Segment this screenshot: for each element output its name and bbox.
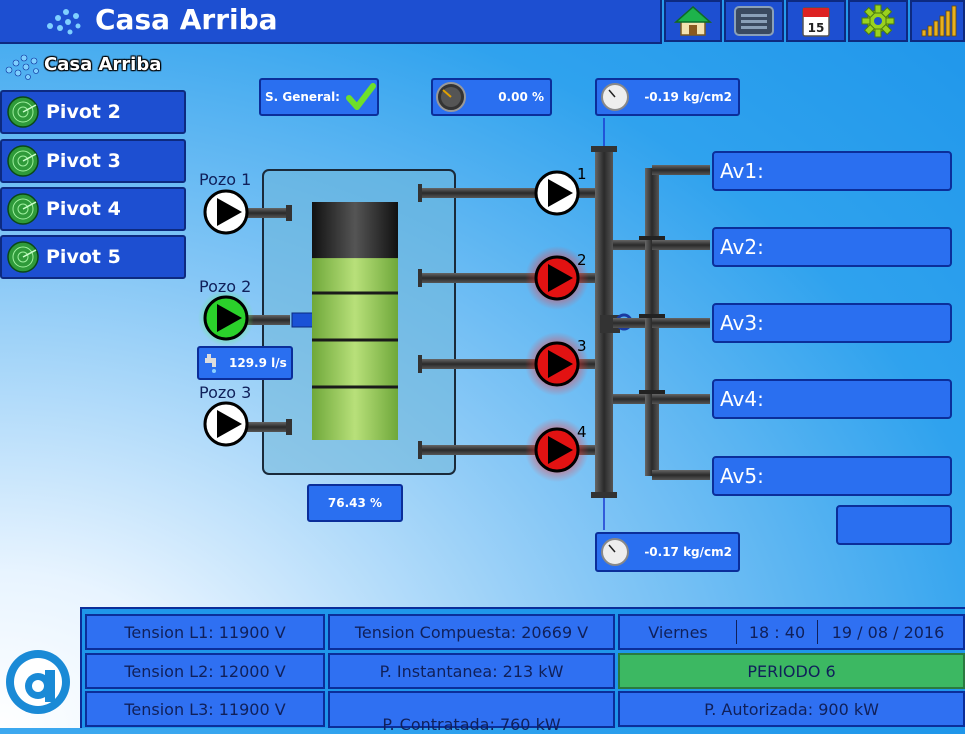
tension-l3-text: Tension L3: 11900 V bbox=[124, 699, 286, 719]
tank-level-fill bbox=[312, 258, 398, 440]
signal-icon bbox=[921, 5, 956, 37]
flow-value: 129.9 l/s bbox=[229, 356, 287, 370]
meter-badge: 0.00 % bbox=[431, 78, 552, 116]
instant-power: P. Instantanea: 213 kW bbox=[328, 653, 615, 689]
well-2-pump-icon[interactable] bbox=[203, 295, 249, 341]
well-3-pump-icon[interactable] bbox=[203, 401, 249, 447]
pressure-bottom-badge: -0.17 kg/cm2 bbox=[595, 532, 740, 572]
pump-4-label: 4 bbox=[577, 423, 587, 441]
pressure-top-value: -0.19 kg/cm2 bbox=[644, 90, 732, 104]
date-text: 19 / 08 / 2016 bbox=[831, 622, 945, 642]
list-icon bbox=[734, 6, 774, 36]
meter-value: 0.00 % bbox=[498, 90, 544, 104]
pump-4-icon[interactable] bbox=[534, 427, 580, 473]
tension-compound: Tension Compuesta: 20669 V bbox=[328, 614, 615, 650]
general-status-label: S. General: bbox=[265, 90, 340, 104]
water-drops-icon bbox=[47, 9, 81, 35]
well-2-label: Pozo 2 bbox=[199, 277, 252, 296]
sidebar-item-pivot-4[interactable]: Pivot 4 bbox=[0, 187, 186, 231]
pressure-gauge-icon bbox=[601, 83, 629, 111]
tank-level-value: 76.43 % bbox=[327, 496, 383, 510]
tension-l2-text: Tension L2: 12000 V bbox=[124, 661, 286, 681]
gauge-icon bbox=[436, 82, 466, 112]
well-1-label: Pozo 1 bbox=[199, 170, 252, 189]
pump-1-icon[interactable] bbox=[534, 170, 580, 216]
signal-button[interactable] bbox=[910, 0, 965, 42]
output-label: Av1: bbox=[720, 159, 764, 183]
well-3-label: Pozo 3 bbox=[199, 383, 252, 402]
general-status-badge: S. General: bbox=[259, 78, 379, 116]
output-label: Av2: bbox=[720, 235, 764, 259]
home-icon bbox=[674, 5, 712, 36]
faucet-icon bbox=[205, 354, 216, 373]
check-icon bbox=[345, 83, 376, 110]
water-drops-icon bbox=[5, 54, 39, 80]
list-button[interactable] bbox=[724, 0, 784, 42]
well-1-pump-icon[interactable] bbox=[203, 189, 249, 235]
authorized-power-text: P. Autorizada: 900 kW bbox=[704, 699, 879, 719]
output-av3[interactable]: Av3: bbox=[712, 303, 952, 343]
sidebar-item-label: Pivot 5 bbox=[46, 246, 121, 268]
pump-2-icon[interactable] bbox=[534, 255, 580, 301]
radar-icon bbox=[7, 96, 39, 128]
authorized-power: P. Autorizada: 900 kW bbox=[618, 691, 965, 727]
sidebar-item-pivot-3[interactable]: Pivot 3 bbox=[0, 139, 186, 183]
tank-level-badge: 76.43 % bbox=[307, 484, 403, 522]
pressure-bottom-value: -0.17 kg/cm2 bbox=[644, 545, 732, 559]
tension-l2: Tension L2: 12000 V bbox=[85, 653, 325, 689]
output-av5[interactable]: Av5: bbox=[712, 456, 952, 496]
home-button[interactable] bbox=[664, 0, 722, 42]
pump-3-label: 3 bbox=[577, 337, 587, 355]
sidebar-item-pivot-2[interactable]: Pivot 2 bbox=[0, 90, 186, 134]
output-label: Av4: bbox=[720, 387, 764, 411]
output-label: Av3: bbox=[720, 311, 764, 335]
sidebar-item-pivot-5[interactable]: Pivot 5 bbox=[0, 235, 186, 279]
tension-l1-text: Tension L1: 11900 V bbox=[124, 622, 286, 642]
gear-icon bbox=[861, 4, 895, 38]
header-bar: Casa Arriba bbox=[0, 0, 662, 44]
contracted-power-text: P. Contratada: 760 kW bbox=[382, 715, 561, 734]
pump-2-label: 2 bbox=[577, 251, 587, 269]
flow-badge: 129.9 l/s bbox=[197, 346, 293, 380]
radar-icon bbox=[7, 241, 39, 273]
datetime-box: Viernes 18 : 40 19 / 08 / 2016 bbox=[618, 614, 965, 650]
company-logo bbox=[6, 650, 70, 714]
tension-compound-text: Tension Compuesta: 20669 V bbox=[354, 622, 589, 642]
settings-button[interactable] bbox=[848, 0, 908, 42]
svg-text:15: 15 bbox=[808, 21, 825, 35]
output-label: Av5: bbox=[720, 464, 764, 488]
time-text: 18 : 40 bbox=[748, 622, 806, 642]
page-title: Casa Arriba bbox=[95, 3, 278, 36]
tension-l3: Tension L3: 11900 V bbox=[85, 691, 325, 727]
period-badge: PERIODO 6 bbox=[618, 653, 965, 689]
extra-output-box bbox=[836, 505, 952, 545]
radar-icon bbox=[7, 145, 39, 177]
hydraulic-diagram bbox=[198, 118, 710, 530]
pump-1-label: 1 bbox=[577, 165, 587, 183]
tension-l1: Tension L1: 11900 V bbox=[85, 614, 325, 650]
calendar-icon: 15 bbox=[802, 7, 830, 37]
pump-3-icon[interactable] bbox=[534, 341, 580, 387]
sidebar-item-label: Pivot 3 bbox=[46, 150, 121, 172]
day-text: Viernes bbox=[648, 622, 708, 642]
pressure-gauge-icon bbox=[601, 538, 629, 566]
output-av4[interactable]: Av4: bbox=[712, 379, 952, 419]
output-av2[interactable]: Av2: bbox=[712, 227, 952, 267]
contracted-power: P. Contratada: 760 kW bbox=[328, 691, 615, 734]
calendar-button[interactable]: 15 bbox=[786, 0, 846, 42]
radar-icon bbox=[7, 193, 39, 225]
instant-power-text: P. Instantanea: 213 kW bbox=[379, 661, 564, 681]
sidebar-item-label: Pivot 2 bbox=[46, 101, 121, 123]
output-av1[interactable]: Av1: bbox=[712, 151, 952, 191]
pressure-top-badge: -0.19 kg/cm2 bbox=[595, 78, 740, 116]
sidebar-item-label: Pivot 4 bbox=[46, 198, 121, 220]
site-label: Casa Arriba bbox=[44, 54, 162, 75]
period-text: PERIODO 6 bbox=[747, 661, 836, 681]
